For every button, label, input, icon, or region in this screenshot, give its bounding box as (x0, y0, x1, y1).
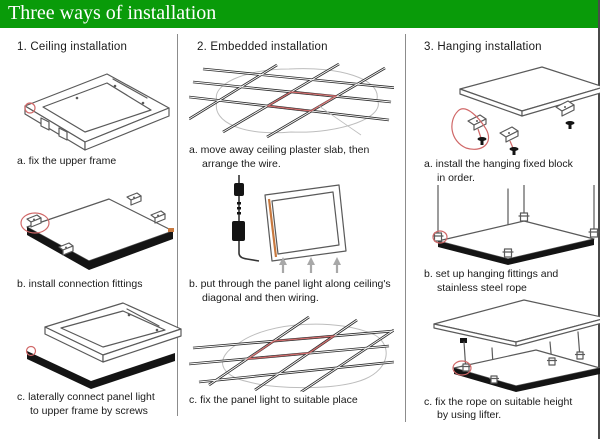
step-caption: c. fix the rope on suitable height by us… (424, 395, 573, 422)
step: c. fix the rope on suitable height by us… (424, 298, 600, 423)
column-embedded-installation: 2. Embedded installation a. move away ce… (178, 28, 405, 407)
step: b. install connection fittings (17, 185, 177, 292)
page-title: Three ways of installation (8, 2, 217, 24)
step: b. put through the panel light along cei… (189, 175, 405, 305)
step-caption: c. laterally connect panel light to uppe… (17, 391, 155, 417)
step-caption: b. put through the panel light along cei… (189, 278, 391, 304)
step: a. move away ceiling plaster slab, then … (189, 59, 405, 171)
step-caption: c. fix the panel light to suitable place (189, 393, 358, 406)
column-divider-2 (405, 34, 406, 422)
column-heading: 1. Ceiling installation (17, 41, 128, 53)
step: c. laterally connect panel light to uppe… (17, 299, 182, 418)
column-ceiling-installation: 1. Ceiling installation a. fix the upper… (0, 28, 182, 419)
step-caption: a. fix the upper frame (17, 155, 117, 167)
ceiling-grid-with-wire-pointer-figure (189, 62, 394, 139)
step-caption: a. install the hanging fixed block in or… (424, 158, 573, 184)
column-heading: 2. Embedded installation (197, 41, 328, 53)
rope-height-with-lifter-figure (433, 298, 600, 392)
panel-with-hanging-blocks-figure (451, 66, 600, 155)
step: a. fix the upper frame (17, 62, 177, 169)
upper-frame-figure (24, 73, 170, 151)
step: b. set up hanging fittings and stainless… (424, 185, 600, 295)
column-hanging-installation: 3. Hanging installation (406, 28, 600, 423)
step-caption: a. move away ceiling plaster slab, then … (189, 144, 370, 170)
column-heading: 3. Hanging installation (424, 41, 542, 53)
column-divider-1 (177, 34, 178, 416)
right-border (598, 0, 600, 439)
step: c. fix the panel light to suitable place (189, 310, 405, 408)
ceiling-grid-fix-place-figure (189, 315, 394, 392)
panel-on-steel-ropes-figure (432, 185, 600, 266)
panel-with-connection-fittings-figure (20, 192, 174, 270)
step-caption: b. set up hanging fittings and stainless… (424, 268, 559, 294)
header-bar: Three ways of installation (0, 0, 600, 28)
step-caption: b. install connection fittings (17, 277, 143, 290)
frame-stacked-on-panel-figure (25, 302, 182, 390)
step: a. install the hanging fixed block in or… (424, 59, 600, 185)
panel-through-diagonal-with-wire-figure (232, 175, 347, 274)
